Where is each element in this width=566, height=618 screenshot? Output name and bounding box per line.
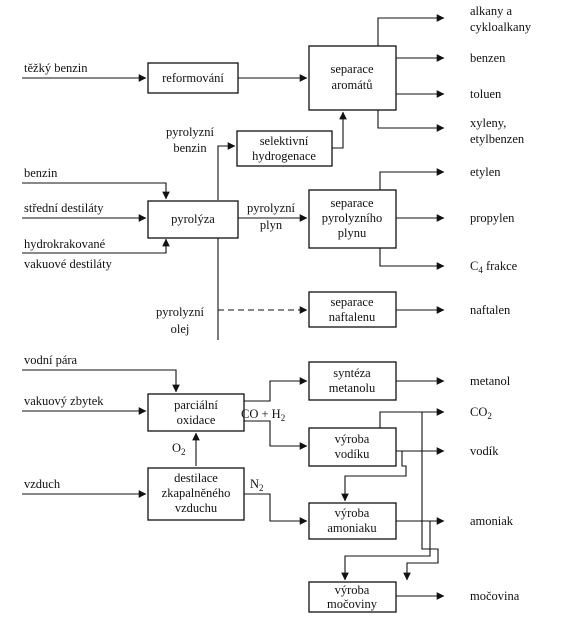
label-separace-aromatu-2: aromátů [332,78,374,92]
stream-pyrolyzni-benzin-1: pyrolyzní [166,125,214,139]
arrow-to-alkany [377,14,445,46]
input-labels: těžký benzin benzin střední destiláty hy… [24,61,113,491]
output-propylen: propylen [470,211,515,225]
label-separace-aromatu-1: separace [330,62,373,76]
output-alkany-2: cykloalkany [470,20,532,34]
arrow-amoniak-mocovina [341,521,431,581]
label-mocoviny-1: výroba [335,583,370,597]
label-hydrogenace-2: hydrogenace [252,149,316,163]
label-vodiku-1: výroba [335,432,370,446]
output-benzen: benzen [470,51,506,65]
box-destilace-vzduchu: destilace zkapalněného vzduchu [147,467,245,521]
arrow-to-xyleny [377,110,445,132]
arrow-oxidace-vodik [244,420,308,450]
output-co2: CO2 [470,405,492,421]
label-destilace-1: destilace [174,471,218,485]
label-destilace-2: zkapalněného [162,486,231,500]
box-vyroba-mocoviny: výroba močoviny [308,581,397,613]
label-destilace-3: vzduchu [175,501,218,515]
box-vyroba-vodiku: výroba vodíku [308,427,397,467]
input-vodni-para: vodní pára [24,353,78,367]
arrow-vodni-para [22,369,180,393]
label-sep-plynu-1: separace [330,196,373,210]
output-toluen: toluen [470,87,502,101]
output-amoniak: amoniak [470,514,514,528]
connections [22,14,445,600]
box-separace-pyrolyzniho-plynu: separace pyrolyzního plynu [308,189,397,249]
label-hydrogenace-1: selektivní [260,134,309,148]
output-xyleny-2: etylbenzen [470,132,525,146]
arrow-n2-amoniak [244,493,308,525]
output-metanol: metanol [470,374,511,388]
stream-n2: N2 [250,477,264,493]
output-labels: alkany a cykloalkany benzen toluen xylen… [470,4,532,603]
label-oxidace-2: oxidace [177,413,216,427]
arrow-to-co2 [379,408,445,428]
label-reformovani: reformování [162,71,224,85]
arrow-oxidace-metanol [244,377,308,402]
stream-syngas: CO + H2 [241,407,285,423]
box-pyrolyza: pyrolýza [147,200,239,239]
stream-pyrolyzni-olej-1: pyrolyzní [156,305,204,319]
output-alkany-1: alkany a [470,4,512,18]
input-vakuovy-zbytek: vakuový zbytek [24,394,104,408]
label-pyrolyza: pyrolýza [171,212,215,226]
arrow-vodik-amoniak [341,451,407,502]
label-mocoviny-2: močoviny [327,597,378,611]
stream-pyrolyzni-plyn-2: plyn [260,218,283,232]
label-naftalen-1: separace [330,295,373,309]
arrow-hydrogenace-separace [332,111,347,149]
box-selektivni-hydrogenace: selektivní hydrogenace [236,130,333,167]
box-vyroba-amoniaku: výroba amoniaku [308,502,397,540]
input-tezky-benzin: těžký benzin [24,61,88,75]
input-benzin: benzin [24,166,58,180]
label-naftalen-2: naftalenu [329,310,376,324]
stream-labels: pyrolyzní benzin pyrolyzní plyn pyrolyzn… [156,125,295,493]
stream-o2: O2 [172,441,186,457]
input-hydrokrakovane-2: vakuové destiláty [24,257,113,271]
input-stredni-destilaty: střední destiláty [24,201,104,215]
label-oxidace-1: parciální [174,398,218,412]
arrow-benzin [22,182,170,200]
label-sep-plynu-3: plynu [338,226,367,240]
arrow-hydrokrakovane [22,238,170,254]
box-separace-aromatu: separace aromátů [308,45,397,111]
output-naftalen: naftalen [470,303,511,317]
arrow-to-etylen [379,168,445,190]
output-etylen: etylen [470,165,501,179]
stream-pyrolyzni-benzin-2: benzin [173,141,207,155]
label-vodiku-2: vodíku [335,447,370,461]
box-parcialni-oxidace: parciální oxidace [147,393,245,432]
label-metanolu-2: metanolu [329,381,376,395]
label-amoniaku-2: amoniaku [327,521,377,535]
output-mocovina: močovina [470,589,520,603]
box-reformovani: reformování [147,62,239,94]
arrow-co2-mocovina [403,412,439,581]
stream-pyrolyzni-plyn-1: pyrolyzní [247,201,295,215]
label-amoniaku-1: výroba [335,506,370,520]
input-hydrokrakovane-1: hydrokrakované [24,237,106,251]
output-xyleny-1: xyleny, [470,116,506,130]
stream-pyrolyzni-olej-2: olej [171,322,190,336]
arrow-pyrolyza-hydrogenace [217,142,236,200]
box-separace-naftalenu: separace naftalenu [308,291,397,328]
output-c4-frakce: C4 frakce [470,259,518,275]
input-vzduch: vzduch [24,477,61,491]
output-vodik: vodík [470,444,499,458]
box-synteza-metanolu: syntéza metanolu [308,361,397,401]
label-sep-plynu-2: pyrolyzního [322,211,382,225]
arrow-to-c4 [379,248,445,270]
label-metanolu-1: syntéza [333,366,371,380]
